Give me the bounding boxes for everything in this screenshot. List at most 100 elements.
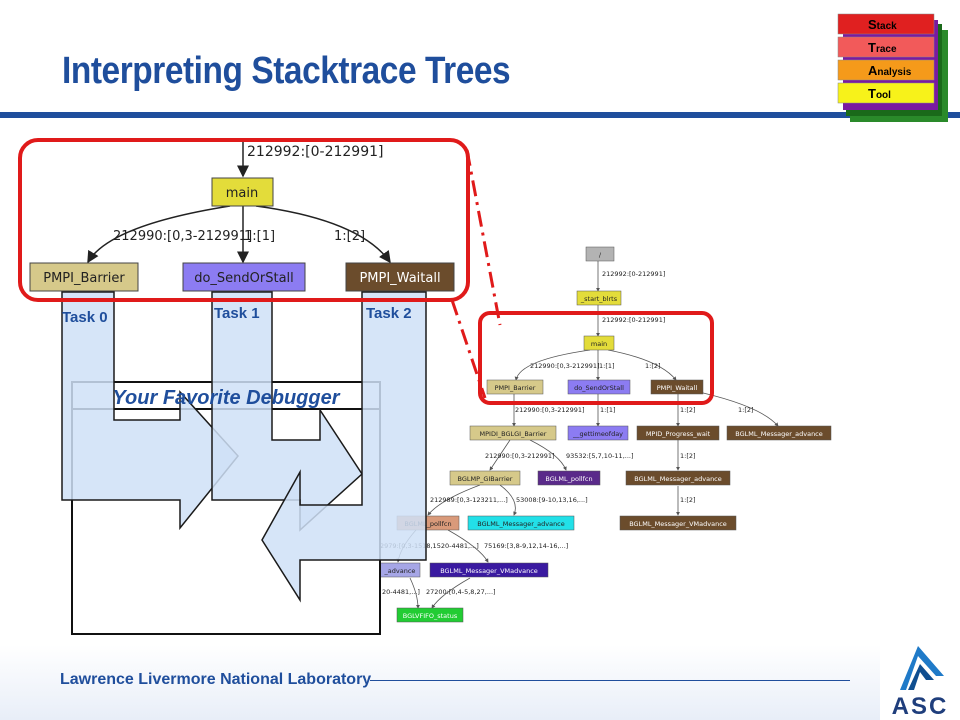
small-node-msgadv2 (625, 470, 731, 486)
task2-flow-arrow (261, 291, 427, 603)
small-node-main-label: main (591, 340, 607, 348)
small-node-msgadv3-label: BGLML_Messager_advance (477, 520, 565, 528)
zoomed-edge-label-send: 1:[1] (244, 229, 275, 244)
task0-label: Task 0 (62, 309, 108, 326)
logo-rest-3: ool (876, 90, 891, 101)
small-node-msgadv2-label: BGLML_Messager_advance (634, 475, 722, 483)
small-edge-label-5: 1:[2] (645, 362, 661, 370)
small-node-start-label: _start_blrts (580, 295, 618, 303)
zoomed-root-edge-label: 212992:[0-212991] (247, 144, 384, 160)
small-node-msgadv1 (726, 425, 832, 441)
small-edge-label-10: 212990:[0,3-212991] (485, 452, 555, 460)
footer-band (0, 645, 960, 720)
small-edge-label-3: 212990:[0,3-212991] (530, 362, 600, 370)
small-node-vmadv1-label: BGLML_Messager_VMadvance (629, 520, 727, 528)
logo-row-2: Analysis (837, 59, 935, 81)
small-node-root-label: / (599, 251, 602, 259)
small-node-pollfcn1 (537, 470, 601, 486)
zoomed-tree-highlight-box (18, 138, 470, 302)
small-edge-label-2: 212992:[0-212991] (602, 316, 665, 324)
small-edge-label-12: 1:[2] (680, 452, 696, 460)
small-node-main (583, 335, 615, 351)
logo-row-0: Stack (837, 13, 935, 35)
small-node-glbarrier (449, 470, 521, 486)
asc-logo: ASC (880, 645, 960, 720)
small-node-send-label: do_SendOrStall (574, 384, 624, 392)
small-node-mpidbarrier-label: MPIDI_BGLGI_Barrier (480, 430, 547, 438)
svg-text:Tool: Tool (868, 86, 891, 101)
small-node-pollfcn2-label: BGLML_pollfcn (404, 520, 451, 528)
zoomed-node-waitall (345, 262, 455, 292)
small-node-root (585, 246, 615, 262)
svg-text:Stack: Stack (868, 17, 897, 32)
small-node-vmadv1 (619, 515, 737, 531)
zoomed-edge-label-waitall: 1:[2] (334, 229, 365, 244)
zoomed-node-barrier-label: PMPI_Barrier (43, 271, 125, 286)
small-edge-label-13: 212989:[0,3-123211,...] (430, 496, 508, 504)
small-node-fifo-label: BGLVFIFO_status (403, 612, 458, 620)
footer-text: Lawrence Livermore National Laboratory (60, 671, 372, 688)
small-edge-label-15: 1:[2] (680, 496, 696, 504)
zoomed-node-waitall-label: PMPI_Waitall (359, 271, 440, 286)
slide-title: Interpreting Stacktrace Trees (62, 50, 511, 92)
small-node-fifo (396, 607, 464, 623)
small-edge-label-14: 53008:[9-10,13,16,...] (516, 496, 588, 504)
small-node-vmadv2-label: BGLML_Messager_VMadvance (440, 567, 538, 575)
logo-initial-0: S (868, 17, 877, 32)
small-node-send (567, 379, 631, 395)
logo-row-1: Trace (837, 36, 935, 58)
small-node-msgadv1-label: BGLML_Messager_advance (735, 430, 823, 438)
logo-rest-1: race (876, 44, 897, 55)
small-node-waitall (650, 379, 704, 395)
small-edge-label-8: 1:[2] (680, 406, 696, 414)
task-flow-arrows (61, 291, 427, 603)
small-edge-label-18: 20-4481,...] (382, 588, 420, 596)
small-node-glbarrier-label: BGLMP_GIBarrier (458, 475, 513, 483)
zoomed-node-send-label: do_SendOrStall (194, 271, 294, 286)
small-node-pollfcn1-label: BGLML_pollfcn (545, 475, 592, 483)
small-node-barrier-label: PMPI_Barrier (495, 384, 536, 392)
task2-label: Task 2 (366, 305, 412, 322)
asc-logo-text: ASC (892, 693, 949, 720)
small-edge-label-1: 212992:[0-212991] (602, 270, 665, 278)
logo-rest-2: nalysis (877, 67, 911, 78)
footer-rule (370, 680, 850, 681)
small-node-start (576, 290, 622, 306)
small-edge-label-16: 2979:[0,3-1518,1520-4481,...] (380, 542, 479, 550)
zoomed-node-barrier (29, 262, 139, 292)
task1-flow-arrow (211, 291, 363, 532)
zoom-connector-top (465, 149, 502, 326)
task0-flow-arrow (61, 291, 239, 531)
zoomed-tree: 212992:[0-212991] main 212990:[0,3-21299… (29, 140, 455, 292)
small-edge-label-4: 1:[1] (599, 362, 615, 370)
task1-label: Task 1 (214, 305, 260, 322)
title-underline (0, 112, 960, 118)
zoomed-node-main-label: main (226, 186, 258, 201)
small-node-msgadv3 (467, 515, 575, 531)
small-edge-label-11: 93532:[5,7,10-11,...] (566, 452, 634, 460)
logo-initial-3: T (868, 86, 876, 101)
small-node-progress (636, 425, 720, 441)
small-node-mpidbarrier (469, 425, 557, 441)
small-edge-label-17: 75169:[3,8-9,12,14-16,...] (484, 542, 568, 550)
svg-text:Analysis: Analysis (868, 63, 912, 78)
small-edge-label-7: 1:[1] (600, 406, 616, 414)
small-node-progress-label: MPID_Progress_wait (646, 430, 711, 438)
debugger-label: Your Favorite Debugger (112, 387, 340, 409)
small-node-gettime-label: __gettimeofday (572, 430, 623, 438)
logo-row-3: Tool (837, 82, 935, 104)
small-node-barrier (486, 379, 544, 395)
small-tree-highlight-box (478, 311, 714, 405)
svg-text:Trace: Trace (868, 40, 897, 55)
small-node-waitall-label: PMPI_Waitall (657, 384, 698, 392)
logo-initial-1: T (868, 40, 876, 55)
zoomed-node-send (182, 262, 306, 292)
small-node-advance-label: _advance (384, 567, 416, 575)
small-node-gettime (567, 425, 629, 441)
small-edge-label-6: 212990:[0,3-212991] (515, 406, 585, 414)
zoomed-edge-label-barrier: 212990:[0,3-212991] (113, 229, 252, 244)
small-node-vmadv2 (429, 562, 549, 578)
small-edge-label-9: 1:[2] (738, 406, 754, 414)
small-tree: / _start_blrts main PMPI_Barrier do_Send… (379, 246, 832, 623)
